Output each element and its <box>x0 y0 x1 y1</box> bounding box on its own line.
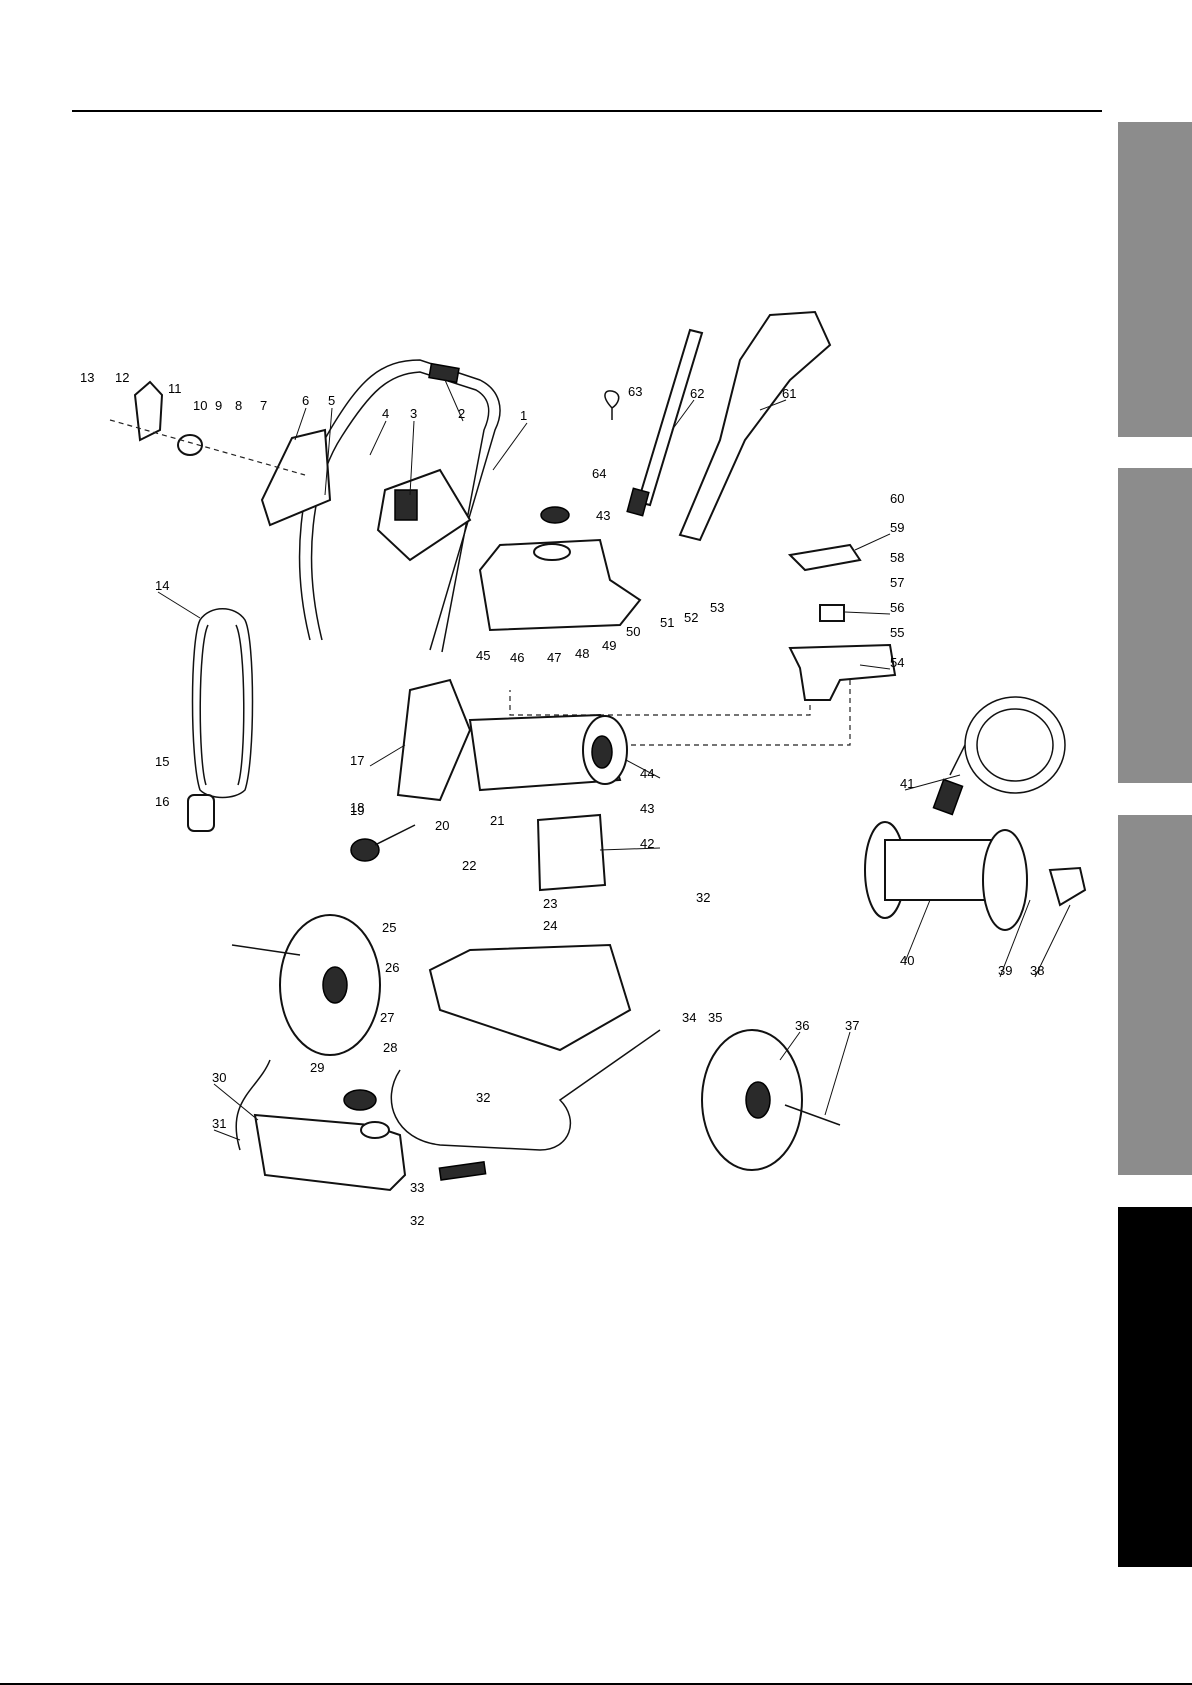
callout-56: 56 <box>890 600 904 615</box>
hose-41-lead <box>950 745 965 775</box>
cap-64 <box>541 507 569 523</box>
callout-47: 47 <box>547 650 561 665</box>
callout-49: 49 <box>602 638 616 653</box>
handle-grip <box>429 364 459 383</box>
inlet-stem <box>375 825 415 845</box>
assembly-line-a <box>110 420 305 475</box>
callout-13: 13 <box>80 370 94 385</box>
switch-56 <box>820 605 844 621</box>
callout-30: 30 <box>212 1070 226 1085</box>
callout-26: 26 <box>385 960 399 975</box>
motor-endcap-inner <box>592 736 612 768</box>
wand-tip <box>627 488 649 515</box>
callout-14: 14 <box>155 578 169 593</box>
callout-15: 15 <box>155 754 169 769</box>
callout-53: 53 <box>710 600 724 615</box>
callout-6: 6 <box>302 393 309 408</box>
callout-60: 60 <box>890 491 904 506</box>
callout-54: 54 <box>890 655 904 670</box>
inlet-19 <box>351 839 379 861</box>
callout-7: 7 <box>260 398 267 413</box>
switch-cover-59 <box>790 545 860 570</box>
callout-43-lower: 43 <box>640 801 654 816</box>
callout-61: 61 <box>782 386 796 401</box>
callout-62: 62 <box>690 386 704 401</box>
callout-28: 28 <box>383 1040 397 1055</box>
reel-crank <box>1050 868 1085 905</box>
power-cord-loops <box>200 625 244 785</box>
callout-11: 11 <box>168 381 182 396</box>
spray-gun-61 <box>680 312 830 540</box>
callout-1: 1 <box>520 408 527 423</box>
hose-41-coil-inner <box>977 709 1053 781</box>
callout-59: 59 <box>890 520 904 535</box>
callout-20: 20 <box>435 818 449 833</box>
callout-8: 8 <box>235 398 242 413</box>
frame-27 <box>391 1030 660 1150</box>
callout-24: 24 <box>543 918 557 933</box>
callout-9: 9 <box>215 398 222 413</box>
hose-41-coil <box>965 697 1065 793</box>
callout-32-top: 32 <box>696 890 710 905</box>
callout-21: 21 <box>490 813 504 828</box>
switch-box-54 <box>790 645 895 700</box>
callout-63: 63 <box>628 384 642 399</box>
callout-57: 57 <box>890 575 904 590</box>
cap-29 <box>344 1090 376 1110</box>
callout-58: 58 <box>890 550 904 565</box>
callout-16: 16 <box>155 794 169 809</box>
wheel-left-hub <box>323 967 347 1003</box>
clip-63 <box>605 391 619 420</box>
callout-38: 38 <box>1030 963 1044 978</box>
holder-33 <box>439 1162 485 1180</box>
tank-opening <box>361 1122 389 1138</box>
callout-32-base: 32 <box>476 1090 490 1105</box>
callout-17: 17 <box>350 753 364 768</box>
gfci-plug-16 <box>188 795 214 831</box>
callout-3: 3 <box>410 406 417 421</box>
wand-62 <box>638 330 702 505</box>
callout-32-bottom: 32 <box>410 1213 424 1228</box>
callout-45: 45 <box>476 648 490 663</box>
shroud-17 <box>398 680 470 800</box>
bracket-42 <box>538 815 605 890</box>
callout-64: 64 <box>592 466 606 481</box>
callout-10: 10 <box>193 398 207 413</box>
callout-43-top: 43 <box>596 508 610 523</box>
callout-5: 5 <box>328 393 335 408</box>
callout-51: 51 <box>660 615 674 630</box>
callout-46: 46 <box>510 650 524 665</box>
hose-fitting <box>933 779 962 814</box>
callout-36: 36 <box>795 1018 809 1033</box>
callout-41: 41 <box>900 776 914 791</box>
callout-34: 34 <box>682 1010 696 1025</box>
assembly-line-b <box>510 690 810 715</box>
callout-25: 25 <box>382 920 396 935</box>
control-panel-3 <box>378 470 470 560</box>
callout-27: 27 <box>380 1010 394 1025</box>
callout-23: 23 <box>543 896 557 911</box>
callout-4: 4 <box>382 406 389 421</box>
top-cover-opening <box>534 544 570 560</box>
bracket-6 <box>262 430 330 525</box>
callout-12: 12 <box>115 370 129 385</box>
base-26 <box>430 945 630 1050</box>
callout-19: 19 <box>350 803 364 818</box>
callout-48: 48 <box>575 646 589 661</box>
callout-55: 55 <box>890 625 904 640</box>
callout-22: 22 <box>462 858 476 873</box>
callout-37: 37 <box>845 1018 859 1033</box>
callout-31: 31 <box>212 1116 226 1131</box>
callout-29: 29 <box>310 1060 324 1075</box>
callout-35: 35 <box>708 1010 722 1025</box>
callout-50: 50 <box>626 624 640 639</box>
callout-52: 52 <box>684 610 698 625</box>
control-panel-grille <box>395 490 417 520</box>
wheel-36-hub <box>746 1082 770 1118</box>
callout-33: 33 <box>410 1180 424 1195</box>
reel-flange-right-39 <box>983 830 1027 930</box>
